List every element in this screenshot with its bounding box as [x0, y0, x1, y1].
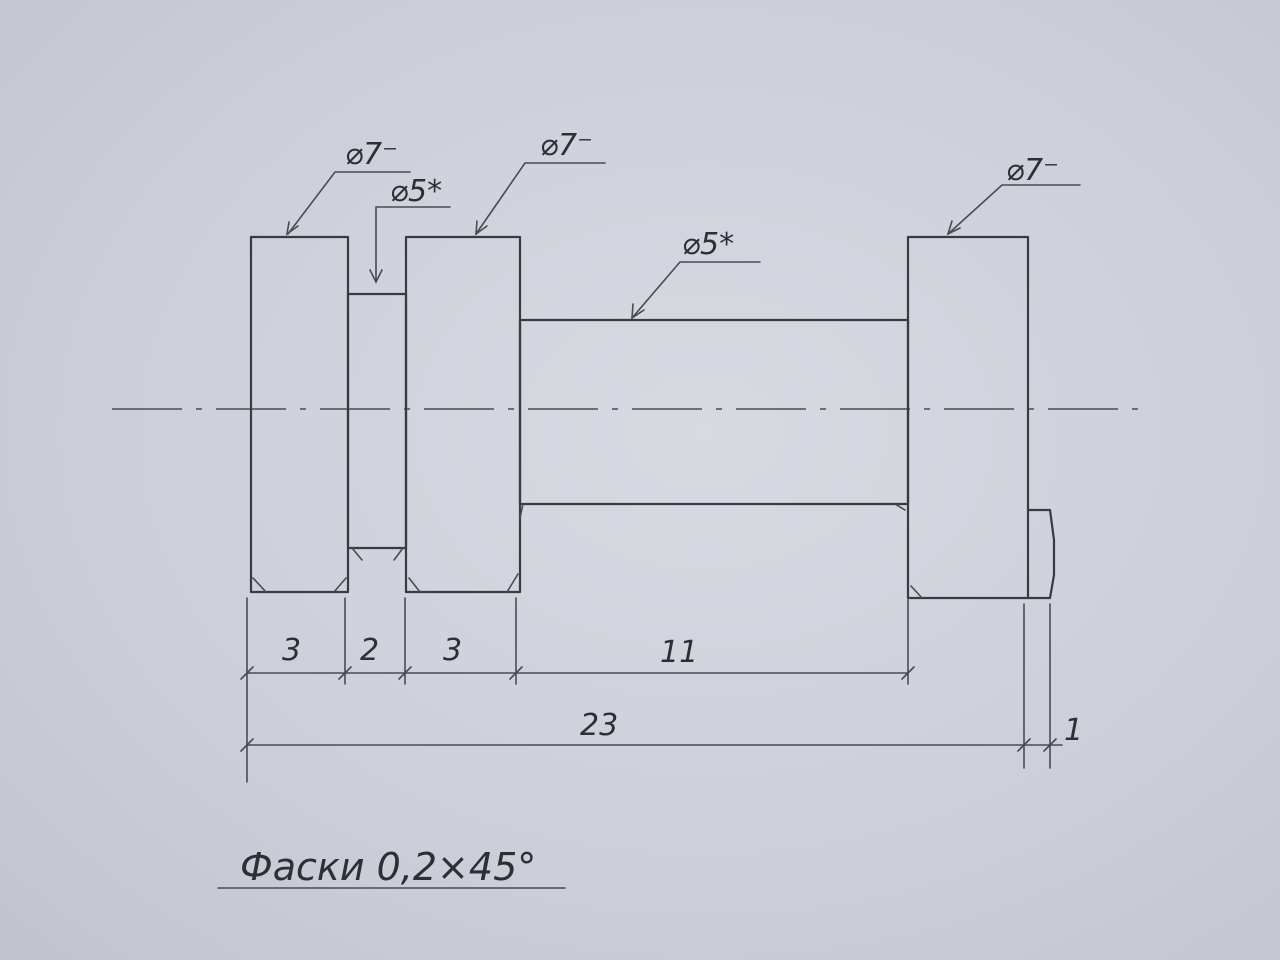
diameter-callouts: ⌀7⁻ ⌀5* ⌀7⁻ ⌀5* ⌀7⁻	[345, 128, 1059, 262]
collar-1	[249, 235, 350, 594]
chamfer-marks	[252, 503, 923, 599]
callout-dia5-groove: ⌀5*	[390, 174, 442, 209]
extension-lines	[246, 597, 1051, 783]
dimension-lines	[240, 666, 1063, 752]
dim-seg4: 11	[660, 635, 698, 670]
collar-3	[906, 235, 1030, 600]
dim-seg1: 3	[282, 633, 301, 668]
shaft-outline	[249, 235, 1056, 600]
callout-dia7-collar2: ⌀7⁻	[540, 128, 593, 163]
end-chamfer	[1026, 508, 1056, 600]
chamfer-note: Фаски 0,2×45°	[240, 845, 536, 889]
callout-dia5-neck: ⌀5*	[682, 227, 734, 262]
neck	[518, 318, 910, 506]
callout-dia7-collar1: ⌀7⁻	[345, 137, 398, 172]
groove	[346, 292, 408, 550]
dim-end: 1	[1064, 713, 1083, 748]
leader-lines	[285, 162, 1081, 320]
dim-seg2: 2	[360, 633, 379, 668]
dimension-labels: 3 2 3 11 23 1	[282, 633, 1083, 748]
dim-total: 23	[580, 708, 618, 743]
dim-seg3: 3	[443, 633, 462, 668]
collar-2	[404, 235, 522, 594]
callout-dia7-collar3: ⌀7⁻	[1006, 153, 1059, 188]
